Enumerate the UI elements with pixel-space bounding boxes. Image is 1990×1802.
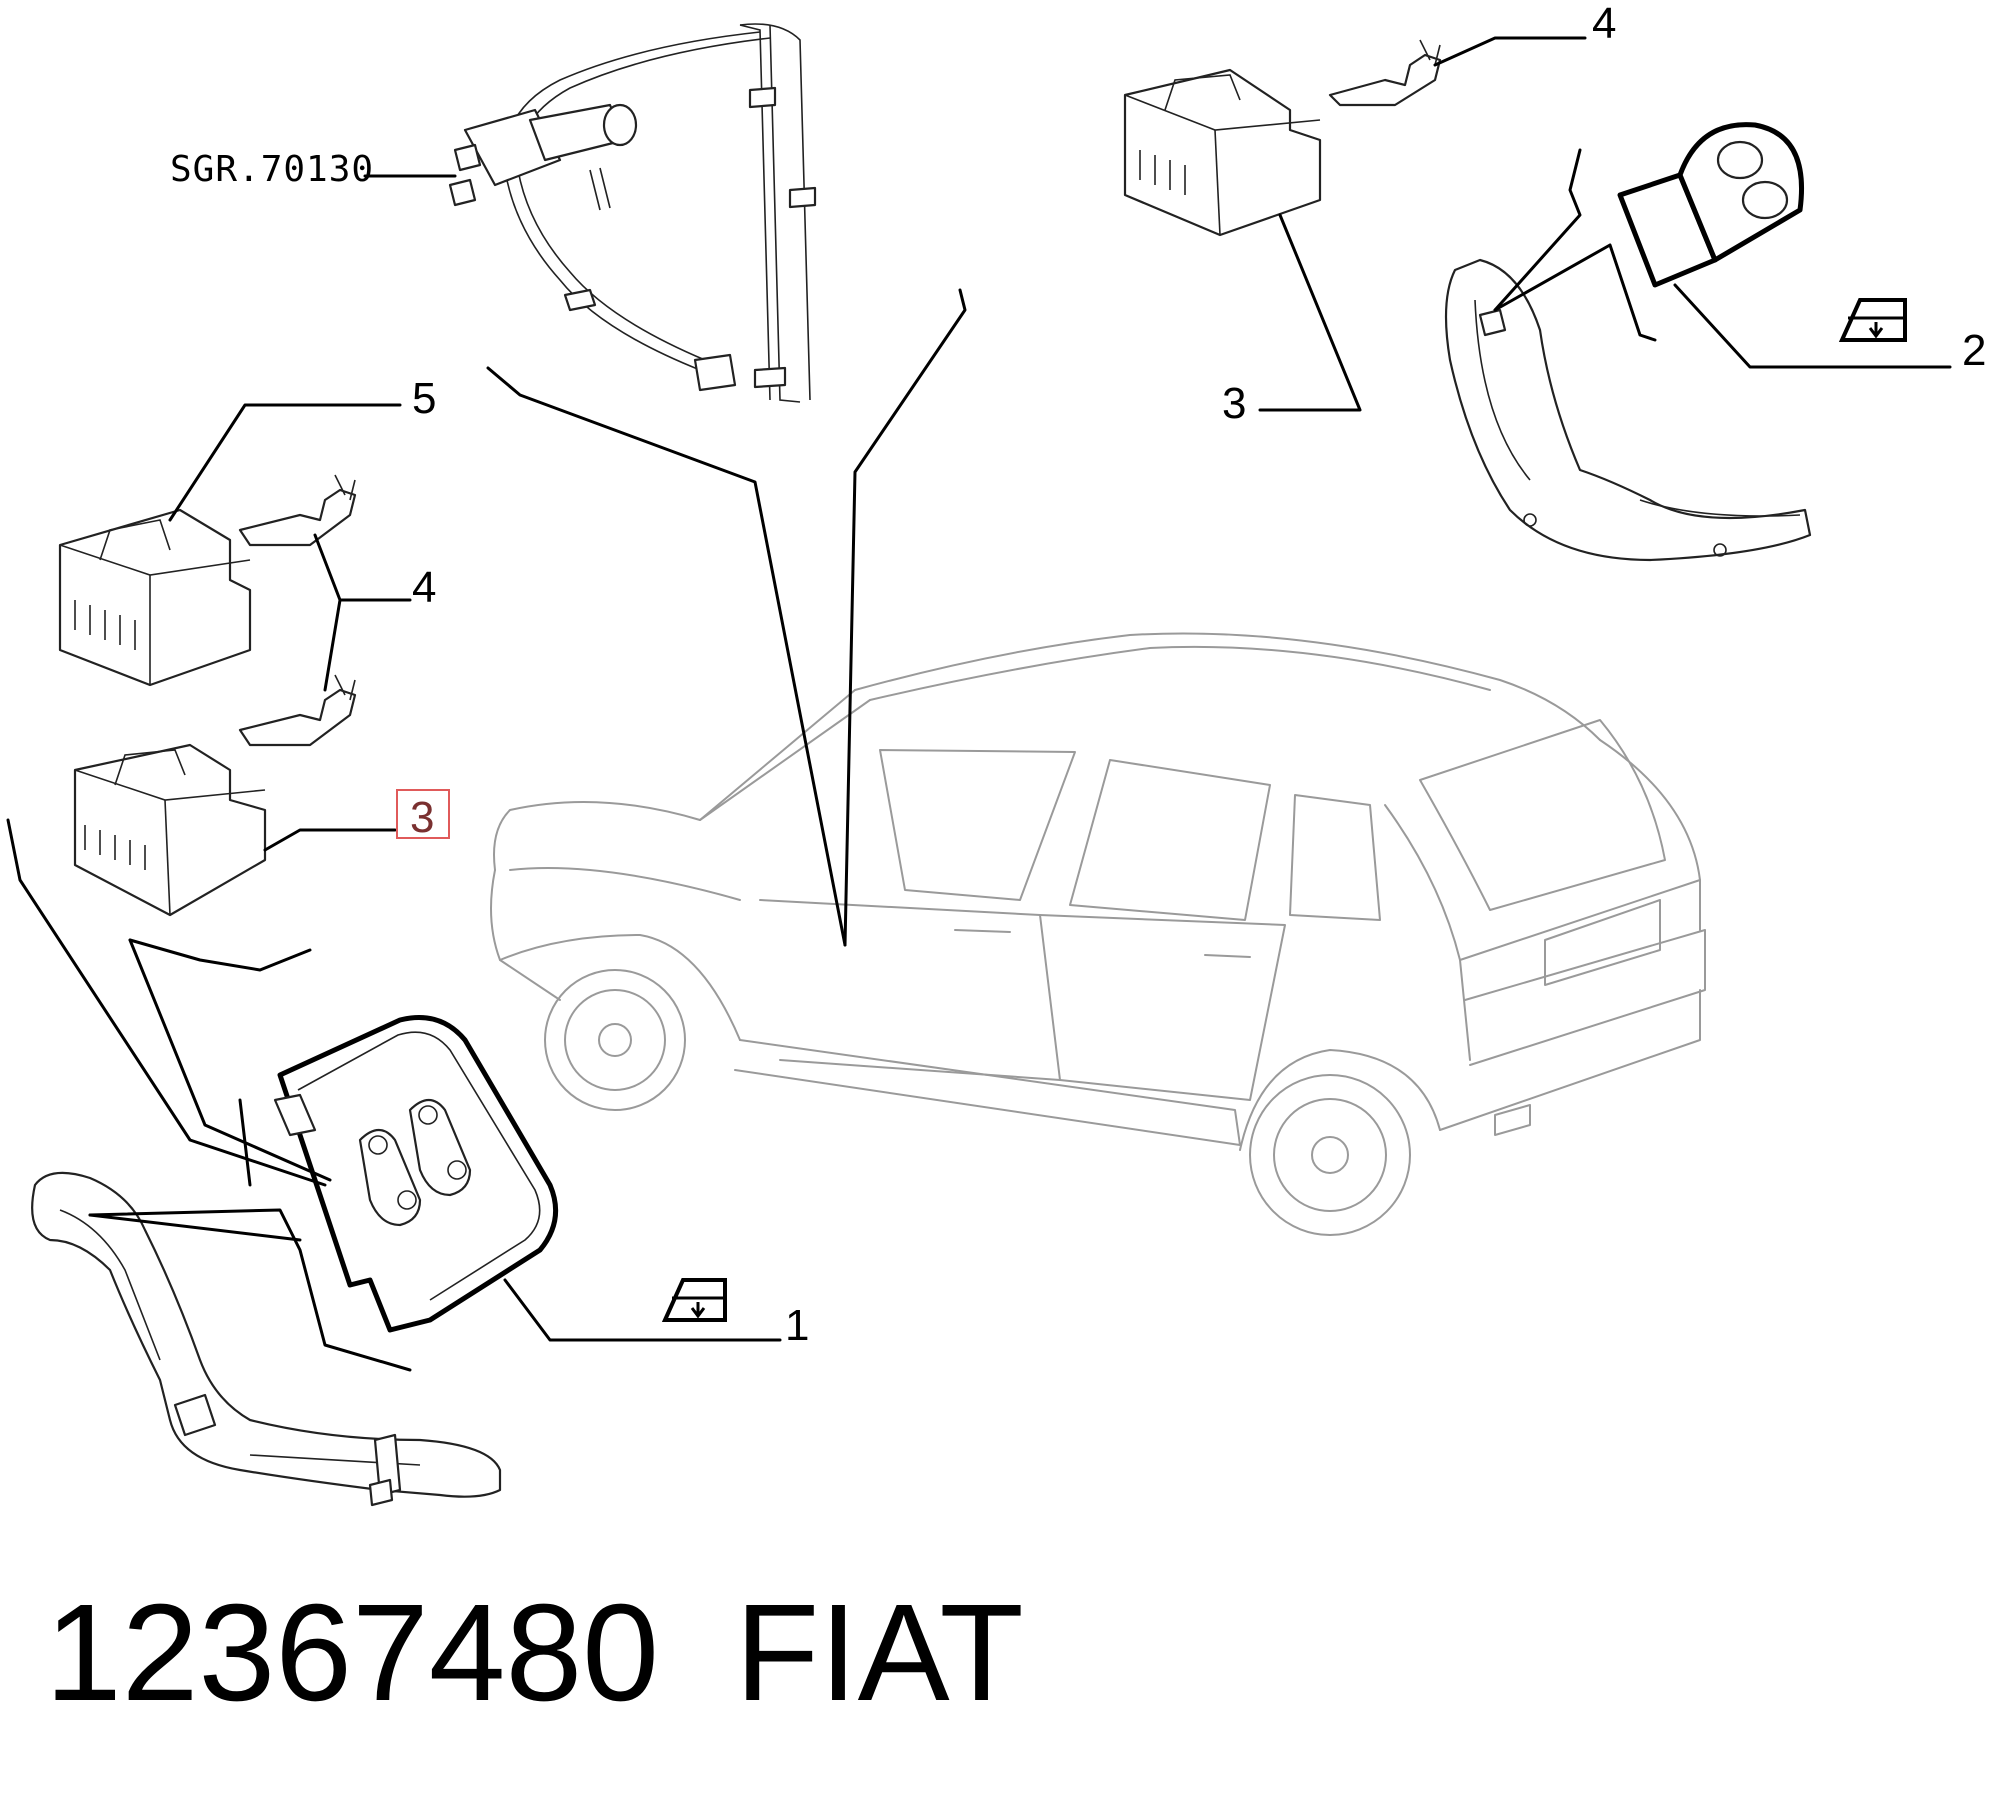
- leader-switch2-panel-b: [1493, 148, 1582, 312]
- callout-2: 2: [1962, 326, 1986, 375]
- window-lift-switch-icon-1: [661, 1278, 727, 1322]
- window-regulator-motor: [448, 23, 817, 403]
- leader-2: [1673, 283, 1952, 369]
- terminal-4-lower: [238, 674, 357, 747]
- ref-code-sgr70130: SGR.70130: [170, 149, 374, 190]
- callout-4-top: 4: [1592, 0, 1616, 48]
- terminal-4-top: [1328, 39, 1442, 107]
- window-switch-double: [273, 1015, 559, 1333]
- leader-3-left: [263, 828, 397, 852]
- car-illustration: [490, 632, 1706, 1236]
- part-number: 12367480: [45, 1576, 659, 1730]
- leader-4-top: [1433, 36, 1587, 67]
- leader-switch2-panel-a: [1493, 243, 1657, 342]
- leader-switch1-car-c: [128, 938, 332, 1182]
- callout-3-top: 3: [1222, 379, 1246, 428]
- callout-4-left: 4: [412, 563, 436, 612]
- window-switch-single: [1617, 122, 1804, 288]
- leader-regulator-car-2: [843, 288, 967, 947]
- leader-switch1-car-a: [6, 818, 327, 1187]
- leader-3-top: [1258, 213, 1362, 412]
- highlight-box-3: [396, 789, 450, 839]
- leader-switch1-car-b: [128, 938, 312, 972]
- door-trim-right: [1444, 258, 1812, 562]
- connector-housing-5: [58, 508, 252, 687]
- leader-regulator-car-1: [486, 366, 847, 947]
- callout-5: 5: [412, 374, 436, 423]
- connector-housing-3-left: [73, 743, 267, 917]
- terminal-4-upper: [238, 474, 357, 547]
- connector-housing-3-top: [1123, 68, 1322, 237]
- brand-name: FIAT: [735, 1576, 1024, 1730]
- leader-switch1-panel-b: [88, 1213, 302, 1242]
- leader-1: [503, 1278, 782, 1342]
- callout-3-highlighted: 3: [410, 793, 434, 842]
- leader-switch1-panel-c: [238, 1098, 252, 1187]
- leader-4-left: [313, 533, 412, 692]
- leader-5: [168, 403, 402, 522]
- leader-switch1-panel-a: [88, 1208, 412, 1372]
- callout-1: 1: [785, 1301, 809, 1350]
- door-trim-left: [31, 1171, 502, 1507]
- window-lift-switch-icon-2: [1838, 298, 1907, 342]
